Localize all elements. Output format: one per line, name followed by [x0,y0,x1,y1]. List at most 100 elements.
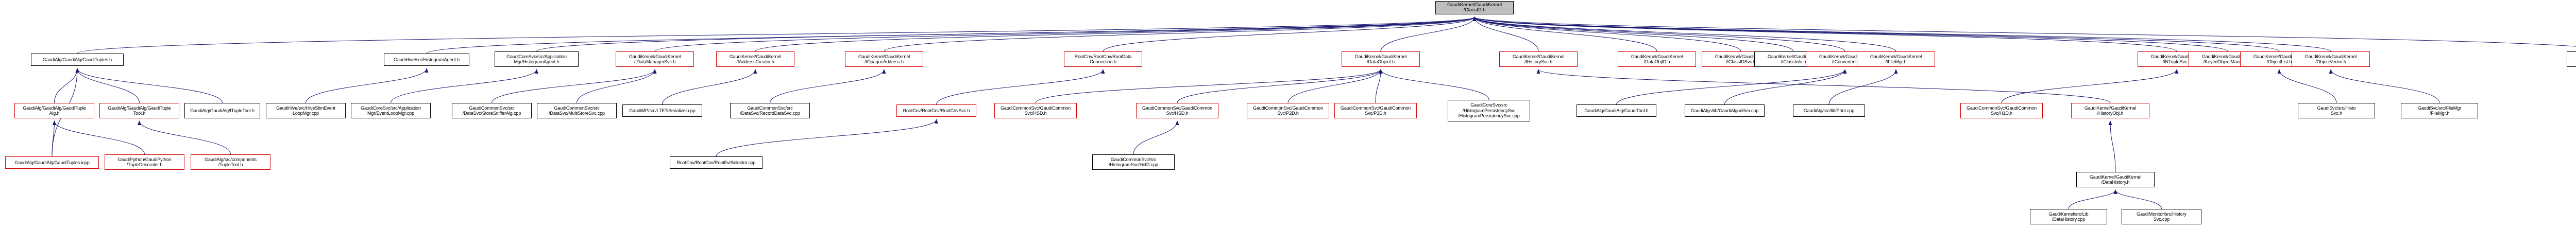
graph-node[interactable]: GaudiMonitor/src/History Svc.cpp [2122,209,2201,224]
graph-node-label: GaudiHive/src/HiveSlimEvent LoopMgr.cpp [276,105,335,116]
graph-node[interactable]: GaudiAlg/GaudiAlg/ITupleTool.h [184,103,260,118]
graph-node[interactable]: GaudiCoreSvc/src /HistogramPersistencySv… [1448,100,1530,121]
graph-node[interactable]: GaudiAlg/src/lib/Print.cpp [1793,104,1865,117]
graph-node-label: GaudiKernel/GaudiKernel /SharedObjectsCo… [2568,54,2576,65]
graph-node-label: GaudiCommonSvc/src /DataSvc/RecordDataSv… [740,105,800,116]
graph-node-label: GaudiMP/src/LTETiSerializer.cpp [629,108,696,113]
graph-node-label: GaudiAlg/GaudiAlg/GaudiTool.h [1584,108,1649,113]
graph-node[interactable]: RootCnv/RootCnv/RootData Connection.h [1064,51,1142,67]
graph-edge [1287,69,1383,103]
graph-node[interactable]: GaudiCommonSvc/GaudiCommon Svc/HSD.h [994,103,1077,118]
graph-node-label: GaudiAlg/GaudiAlg/GaudiTuples.icpp [14,160,90,165]
graph-node[interactable]: GaudiAlg/GaudiAlg/GaudiTuples.icpp [5,156,99,169]
graph-edge [54,68,79,103]
graph-edge [75,68,223,103]
graph-edge [1133,120,1179,155]
graph-node-label: GaudiCommonSvc/src /HistogramSvc/HcID.cp… [1109,156,1158,168]
graph-node[interactable]: RootCnv/RootCnv/RootEvtSelector.cpp [670,156,762,169]
graph-node[interactable]: GaudiKernel/GaudiKernel /DataObject.h [1342,51,1420,67]
graph-node[interactable]: GaudiKernel/GaudiKernel /SharedObjectsCo… [2567,51,2576,67]
graph-node[interactable]: RootCnv/RootCnv/RootCnvSvc.h [896,104,976,117]
graph-edge [138,120,231,155]
graph-node-label: GaudiKernel/GaudiKernel /IAddressCreator… [729,54,782,65]
graph-node-root[interactable]: GaudiKernel/GaudiKernel /ClassID.h [1435,1,1514,14]
graph-node-label: GaudiKernel/GaudiKernel /KeyedObjectMana… [2201,54,2254,65]
graph-node-label: GaudiKernel/GaudiKernel /IClassIDSvc.h [1715,54,1767,65]
graph-node-label: GaudiAlg/src/lib/Print.cpp [1803,108,1855,113]
graph-node[interactable]: GaudiKernel/GaudiKernel /IFileMgr.h [1857,51,1935,67]
graph-node[interactable]: GaudiAlg/GaudiAlg/GaudiTuple Alg.h [14,103,94,118]
graph-edge [577,69,657,103]
graph-edge [884,16,1477,52]
graph-node-label: GaudiCommonSvc/src /DataSvc/MultiStoreSv… [549,105,605,116]
graph-node[interactable]: GaudiKernel/GaudiKernel /IAddressCreator… [716,51,794,67]
graph-edge [1472,16,1657,52]
graph-node[interactable]: GaudiKernel/GaudiKernel /IDataManagerSvc… [616,51,694,67]
graph-edge [1380,16,1477,52]
graph-node[interactable]: GaudiAlg/GaudiAlg/GaudiTuples.h [31,54,124,66]
graph-edge [1724,69,1847,105]
graph-node[interactable]: GaudiAlg/GaudiAlg/GaudiTuple Tool.h [99,103,179,118]
graph-node[interactable]: GaudiKernel/GaudiKernel /DataObjID.h [1618,51,1696,67]
graph-node[interactable]: GaudiAlg/GaudiAlg/GaudiTool.h [1577,104,1656,117]
graph-node-label: GaudiKernel/GaudiKernel /DataObject.h [1354,54,1407,65]
graph-node-label: GaudiCoreSvc/src /HistogramPersistencySv… [1458,102,1520,119]
graph-edge [1472,16,1794,52]
graph-node-label: GaudiAlg/GaudiAlg/GaudiTuples.h [42,57,112,62]
graph-node[interactable]: GaudiKernel/GaudiKernel /ObjectVector.h [2292,51,2370,67]
graph-node[interactable]: GaudiCoreSvc/src/Application Mgr/Histogr… [495,51,579,67]
graph-node-label: GaudiKernel/GaudiKernel /DataHistory.h [2089,174,2142,185]
graph-node-label: GaudiPython/GaudiPython /TupleDecorator.… [117,156,172,168]
graph-node[interactable]: GaudiHive/src/HiveSlimEvent LoopMgr.cpp [266,103,346,118]
graph-edge [1177,69,1383,103]
graph-edge [1103,16,1477,52]
graph-edge [1472,16,2177,52]
graph-node[interactable]: GaudiCommonSvc/GaudiCommon Svc/H1D.h [1960,103,2043,118]
graph-edge [770,69,886,103]
graph-node[interactable]: GaudiKernel/GaudiKernel /IOpaqueAddress.… [845,51,923,67]
graph-node-label: RootCnv/RootCnv/RootEvtSelector.cpp [676,160,756,165]
graph-node[interactable]: GaudiCommonSvc/GaudiCommon Svc/P2D.h [1247,103,1329,118]
graph-edge [1473,16,2576,47]
graph-node[interactable]: GaudiPython/GaudiPython /TupleDecorator.… [105,154,184,170]
graph-node-label: GaudiCommonSvc/GaudiCommon Svc/HSD.h [1142,105,1212,116]
graph-node[interactable]: GaudiCommonSvc/GaudiCommon Svc/HSD.h [1136,103,1218,118]
graph-node[interactable]: GaudiKernel/GaudiKernel /INTupleSvc.h [2138,51,2216,67]
graph-node-label: GaudiAlg/GaudiAlg/ITupleTool.h [190,108,255,113]
graph-edge [1375,69,1383,103]
graph-node[interactable]: GaudiKernel/GaudiKernel /IConverter.h [1806,51,1884,67]
graph-node[interactable]: GaudiAlgs/lib/GaudiAlgorithm.cpp [1685,104,1765,117]
graph-edge [1472,16,1539,52]
graph-edge [716,119,938,157]
graph-node[interactable]: GaudiHive/src/HistogramAgent.h [384,54,469,66]
graph-node[interactable]: GaudiSvc/src/FileMgr /FileMgr.h [2401,103,2478,118]
graph-node[interactable]: GaudiAlg/src/components /TupleTool.h [191,154,270,170]
graph-edge [755,16,1477,52]
graph-node[interactable]: GaudiCoreSvc/src/Application Mgr/EventLo… [351,103,431,118]
graph-node[interactable]: GaudiCommonSvc/src /DataSvc/MultiStoreSv… [537,103,617,118]
graph-node[interactable]: GaudiCommonSvc/src /DataSvc/RecordDataSv… [730,103,810,118]
graph-edge [1472,16,1741,52]
graph-node[interactable]: GaudiCommonSvc/src /DataSvc/StoreSniffer… [452,103,532,118]
graph-node[interactable]: GaudiMP/src/LTETiSerializer.cpp [622,104,702,117]
graph-node[interactable]: GaudiCommonSvc/GaudiCommon Svc/P3D.h [1334,103,1417,118]
graph-node-label: RootCnv/RootCnv/RootCnvSvc.h [903,108,970,113]
graph-edge [936,69,1105,105]
graph-node[interactable]: GaudiSvc/src/Histo Svc.h [2298,103,2375,118]
graph-node-label: GaudiCommonSvc/src /DataSvc/StoreSniffer… [462,105,521,116]
graph-edge [2329,69,2440,103]
graph-edge [306,68,429,103]
graph-node[interactable]: GaudiCommonSvc/src /HistogramSvc/HcID.cp… [1092,154,1175,170]
graph-node[interactable]: GaudiKernel/GaudiKernel /IHistorySvc.h [1499,51,1578,67]
graph-edge [426,16,1477,54]
graph-edge [1472,16,2331,52]
graph-node[interactable]: GaudiKernel/GaudiKernel /DataHistory.h [2076,172,2155,187]
graph-node[interactable]: GaudiKernel/src/Lib /DataHistory.cpp [2030,209,2107,224]
graph-edge [2068,189,2117,209]
graph-node-label: GaudiKernel/GaudiKernel /IHistorySvc.h [1512,54,1565,65]
graph-node-label: GaudiKernel/GaudiKernel /IConverter.h [1819,54,1871,65]
graph-edge [53,120,145,155]
graph-node[interactable]: GaudiKernel/GaudiKernel /HistoryObj.h [2071,103,2149,118]
graph-edge [662,69,757,105]
graph-node-label: GaudiKernel/GaudiKernel /IFileMgr.h [1870,54,1922,65]
